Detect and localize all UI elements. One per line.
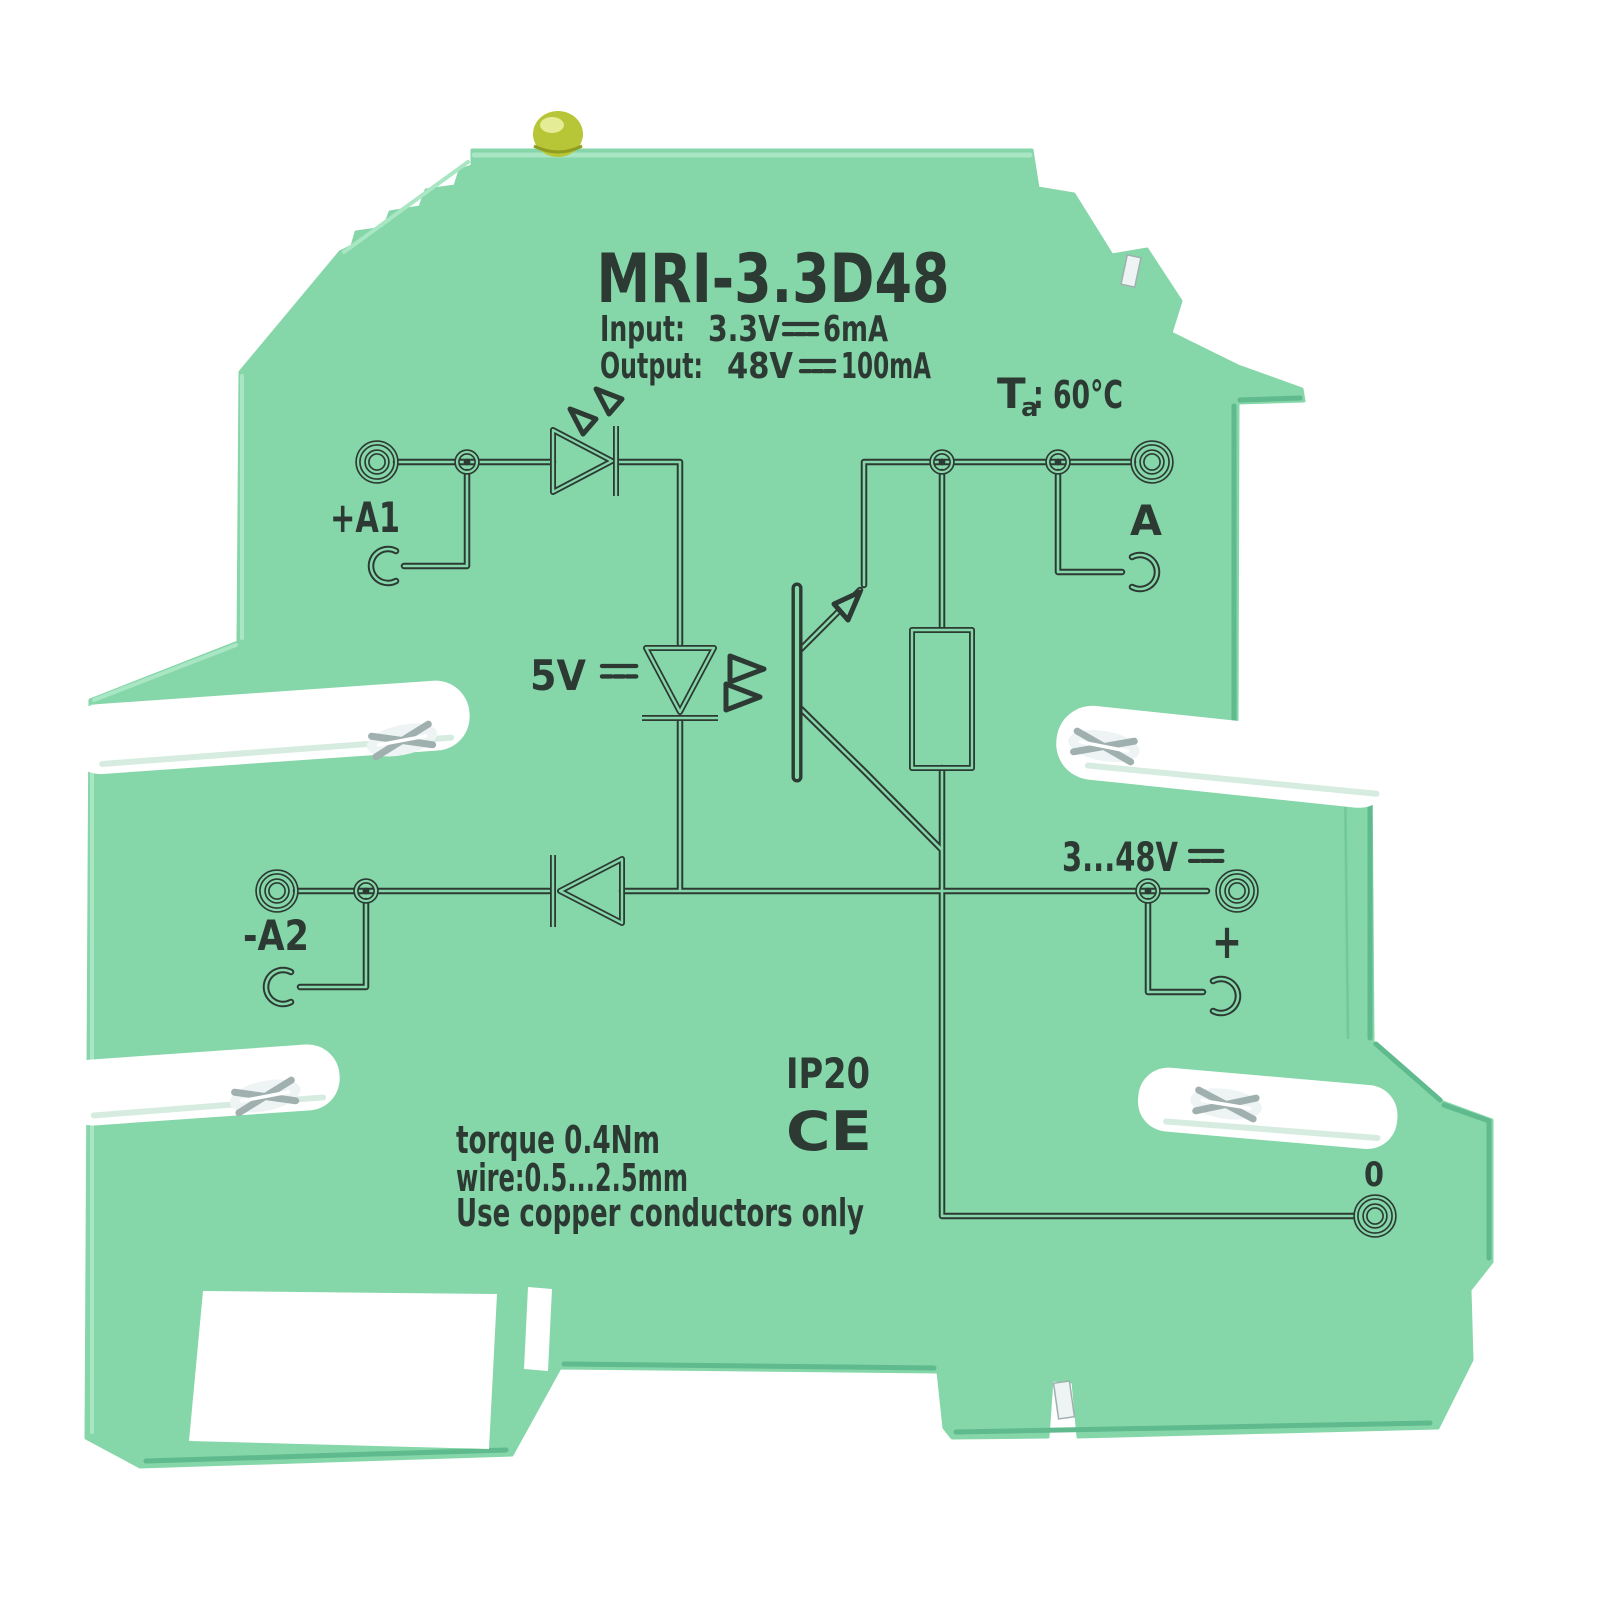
led-emission-arrows-icon	[567, 386, 625, 437]
terminal-label-zero: 0	[1364, 1155, 1384, 1195]
output-range-label: 3...48V	[1062, 835, 1178, 881]
din-rail-window	[189, 1291, 497, 1449]
model-number: MRI-3.3D48	[597, 240, 950, 319]
input-current: 6mA	[823, 309, 888, 350]
optocoupler-light-arrows-icon	[723, 653, 767, 713]
bottom-edge-shade	[143, 395, 1443, 1464]
output-voltage: 48V	[727, 346, 793, 387]
temperature-subscript: a	[1021, 393, 1039, 423]
left-edge-highlight	[90, 160, 470, 1434]
led-voltage-label: 5V	[530, 651, 586, 700]
output-label: Output:	[600, 346, 703, 387]
input-label: Input:	[600, 309, 685, 350]
slot-upper-right	[1056, 705, 1395, 808]
temperature-base: T	[997, 369, 1026, 418]
ip-rating: IP20	[786, 1049, 870, 1098]
led-highlight	[540, 117, 564, 133]
body-seam-line	[1343, 773, 1350, 1040]
led-base-shade	[533, 144, 583, 154]
transistor-emitter-arrow-icon	[831, 589, 863, 623]
slot-lower-right	[1137, 1067, 1398, 1149]
right-edge-shade	[1231, 403, 1492, 1261]
top-contact-metal	[1120, 253, 1142, 289]
wire-note: wire:0.5...2.5mm	[456, 1156, 688, 1200]
terminal-label-a1: +A1	[330, 493, 400, 542]
bottom-contact-metal	[1052, 1380, 1076, 1420]
ce-mark: CE	[786, 1100, 872, 1163]
schematic	[258, 386, 1394, 1235]
temperature-value: : 60°C	[1033, 373, 1123, 417]
copper-note: Use copper conductors only	[456, 1191, 864, 1235]
terminal-label-plus: +	[1212, 914, 1242, 970]
junction-dots	[362, 458, 1152, 895]
foot-slit	[524, 1287, 552, 1371]
input-voltage: 3.3V	[708, 309, 780, 350]
wire-slots	[60, 680, 1398, 1420]
terminal-label-a: A	[1130, 496, 1162, 545]
printed-text: MRI-3.3D48 Input: 3.3V 6mA Output: 48V 1…	[243, 240, 1384, 1235]
output-current: 100mA	[841, 346, 931, 387]
terminal-label-a2: -A2	[243, 911, 309, 960]
torque-note: torque 0.4Nm	[456, 1118, 660, 1162]
led-indicator	[533, 111, 583, 157]
din-foot	[189, 1287, 552, 1449]
